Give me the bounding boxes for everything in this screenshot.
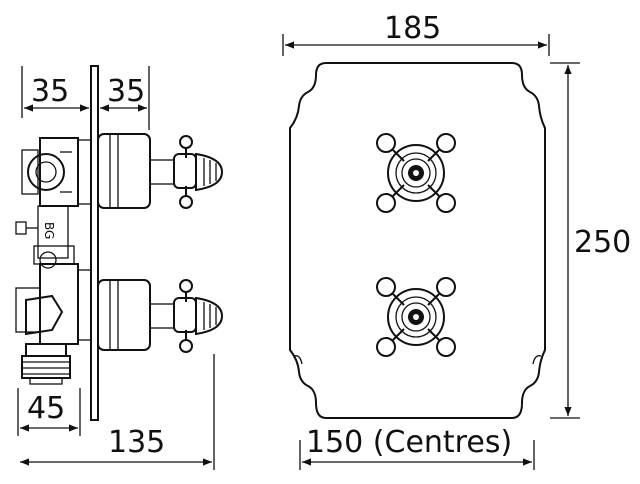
dim-front-height: 250 <box>574 225 631 260</box>
bottom-cross-handle <box>376 277 456 357</box>
dim-front-centres: 150 (Centres) <box>306 425 512 460</box>
wall-plate <box>90 65 99 421</box>
top-handle-side <box>97 133 224 209</box>
dim-side-top-left: 35 <box>31 74 69 109</box>
dim-side-bottom-left: 45 <box>27 391 65 426</box>
front-view: 185 250 150 (Centres) <box>282 11 631 470</box>
dim-side-top-right: 35 <box>107 74 145 109</box>
dim-front-width: 185 <box>384 11 441 46</box>
dim-side-overall: 135 <box>108 425 165 460</box>
bottom-handle-side <box>97 279 224 353</box>
top-cross-handle <box>376 133 456 213</box>
front-plate-outline <box>289 62 546 419</box>
front-dimensions: 185 250 150 (Centres) <box>282 11 631 470</box>
side-view: BG <box>15 65 224 470</box>
top-valve-body <box>21 137 92 207</box>
bottom-valve-body <box>15 251 92 385</box>
middle-body: BG <box>15 205 75 265</box>
body-marking: BG <box>42 222 56 239</box>
side-dimensions: 35 35 45 135 <box>17 66 215 470</box>
